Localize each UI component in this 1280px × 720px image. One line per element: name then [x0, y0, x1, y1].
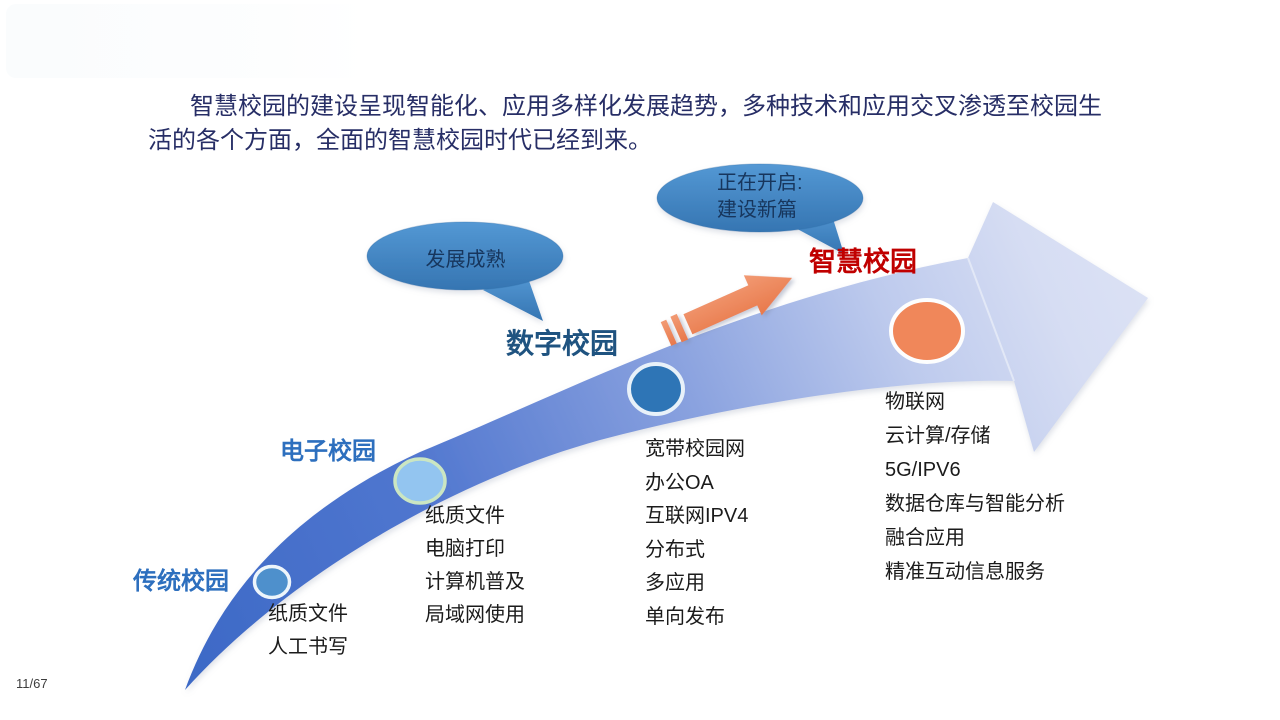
stage-label-smart: 智慧校园	[809, 247, 917, 277]
stage-item: 办公OA	[645, 471, 714, 494]
stage-item: 纸质文件	[268, 603, 348, 625]
stage-item: 局域网使用	[425, 604, 525, 626]
stage-item: 融合应用	[885, 527, 965, 549]
page-number: 11/67	[16, 676, 48, 691]
intro-line-1: 智慧校园的建设呈现智能化、应用多样化发展趋势，多种技术和应用交叉渗透至校园生	[190, 93, 1102, 120]
stage-list-digital: 宽带校园网 办公OA 互联网IPV4 分布式 多应用 单向发布	[645, 433, 748, 634]
callout-opening-line-2: 建设新篇	[717, 199, 797, 221]
stage-item: 计算机普及	[425, 571, 525, 593]
stage-item: 物联网	[885, 391, 945, 413]
stage-item: 人工书写	[268, 636, 348, 658]
callout-mature-label: 发展成熟	[425, 249, 506, 271]
stage-list-traditional: 纸质文件 人工书写	[268, 598, 348, 664]
stage-item: 单向发布	[645, 605, 725, 628]
ghost-logo-watermark	[6, 4, 371, 78]
stage-label-digital: 数字校园	[506, 328, 619, 359]
stage-item: 分布式	[645, 538, 705, 561]
callout-bubble-mature	[366, 221, 564, 321]
callout-bubble-opening	[656, 163, 864, 254]
orange-striped-arrow-icon	[660, 275, 793, 346]
callout-opening-line-1: 正在开启:	[717, 172, 803, 194]
callout-opening-label: 正在开启: 建设新篇	[717, 170, 803, 224]
stage-marker-electronic-icon	[393, 457, 447, 505]
stage-label-electronic: 电子校园	[280, 438, 376, 465]
stage-item: 宽带校园网	[645, 438, 745, 460]
stage-item: 云计算/存储	[885, 425, 991, 447]
stage-item: 多应用	[645, 572, 705, 594]
stage-item: 精准互动信息服务	[885, 561, 1045, 583]
swoosh-head-seam	[967, 257, 1015, 382]
stage-item: 互联网IPV4	[645, 505, 749, 527]
stage-item: 数据仓库与智能分析	[885, 493, 1065, 515]
stage-item: 电脑打印	[425, 538, 505, 560]
intro-paragraph: 智慧校园的建设呈现智能化、应用多样化发展趋势，多种技术和应用交叉渗透至校园生 活…	[148, 90, 1148, 157]
stage-marker-smart-icon	[889, 298, 965, 364]
intro-line-2: 活的各个方面，全面的智慧校园时代已经到来。	[148, 126, 652, 154]
stage-label-traditional: 传统校园	[133, 568, 229, 595]
stage-item: 纸质文件	[425, 505, 505, 527]
stage-marker-digital-icon	[627, 362, 685, 416]
stage-marker-traditional-icon	[252, 564, 292, 600]
stage-item: 5G/IPV6	[885, 459, 961, 481]
stage-list-smart: 物联网 云计算/存储 5G/IPV6 数据仓库与智能分析 融合应用 精准互动信息…	[885, 385, 1065, 589]
stage-list-electronic: 纸质文件 电脑打印 计算机普及 局域网使用	[425, 500, 525, 632]
